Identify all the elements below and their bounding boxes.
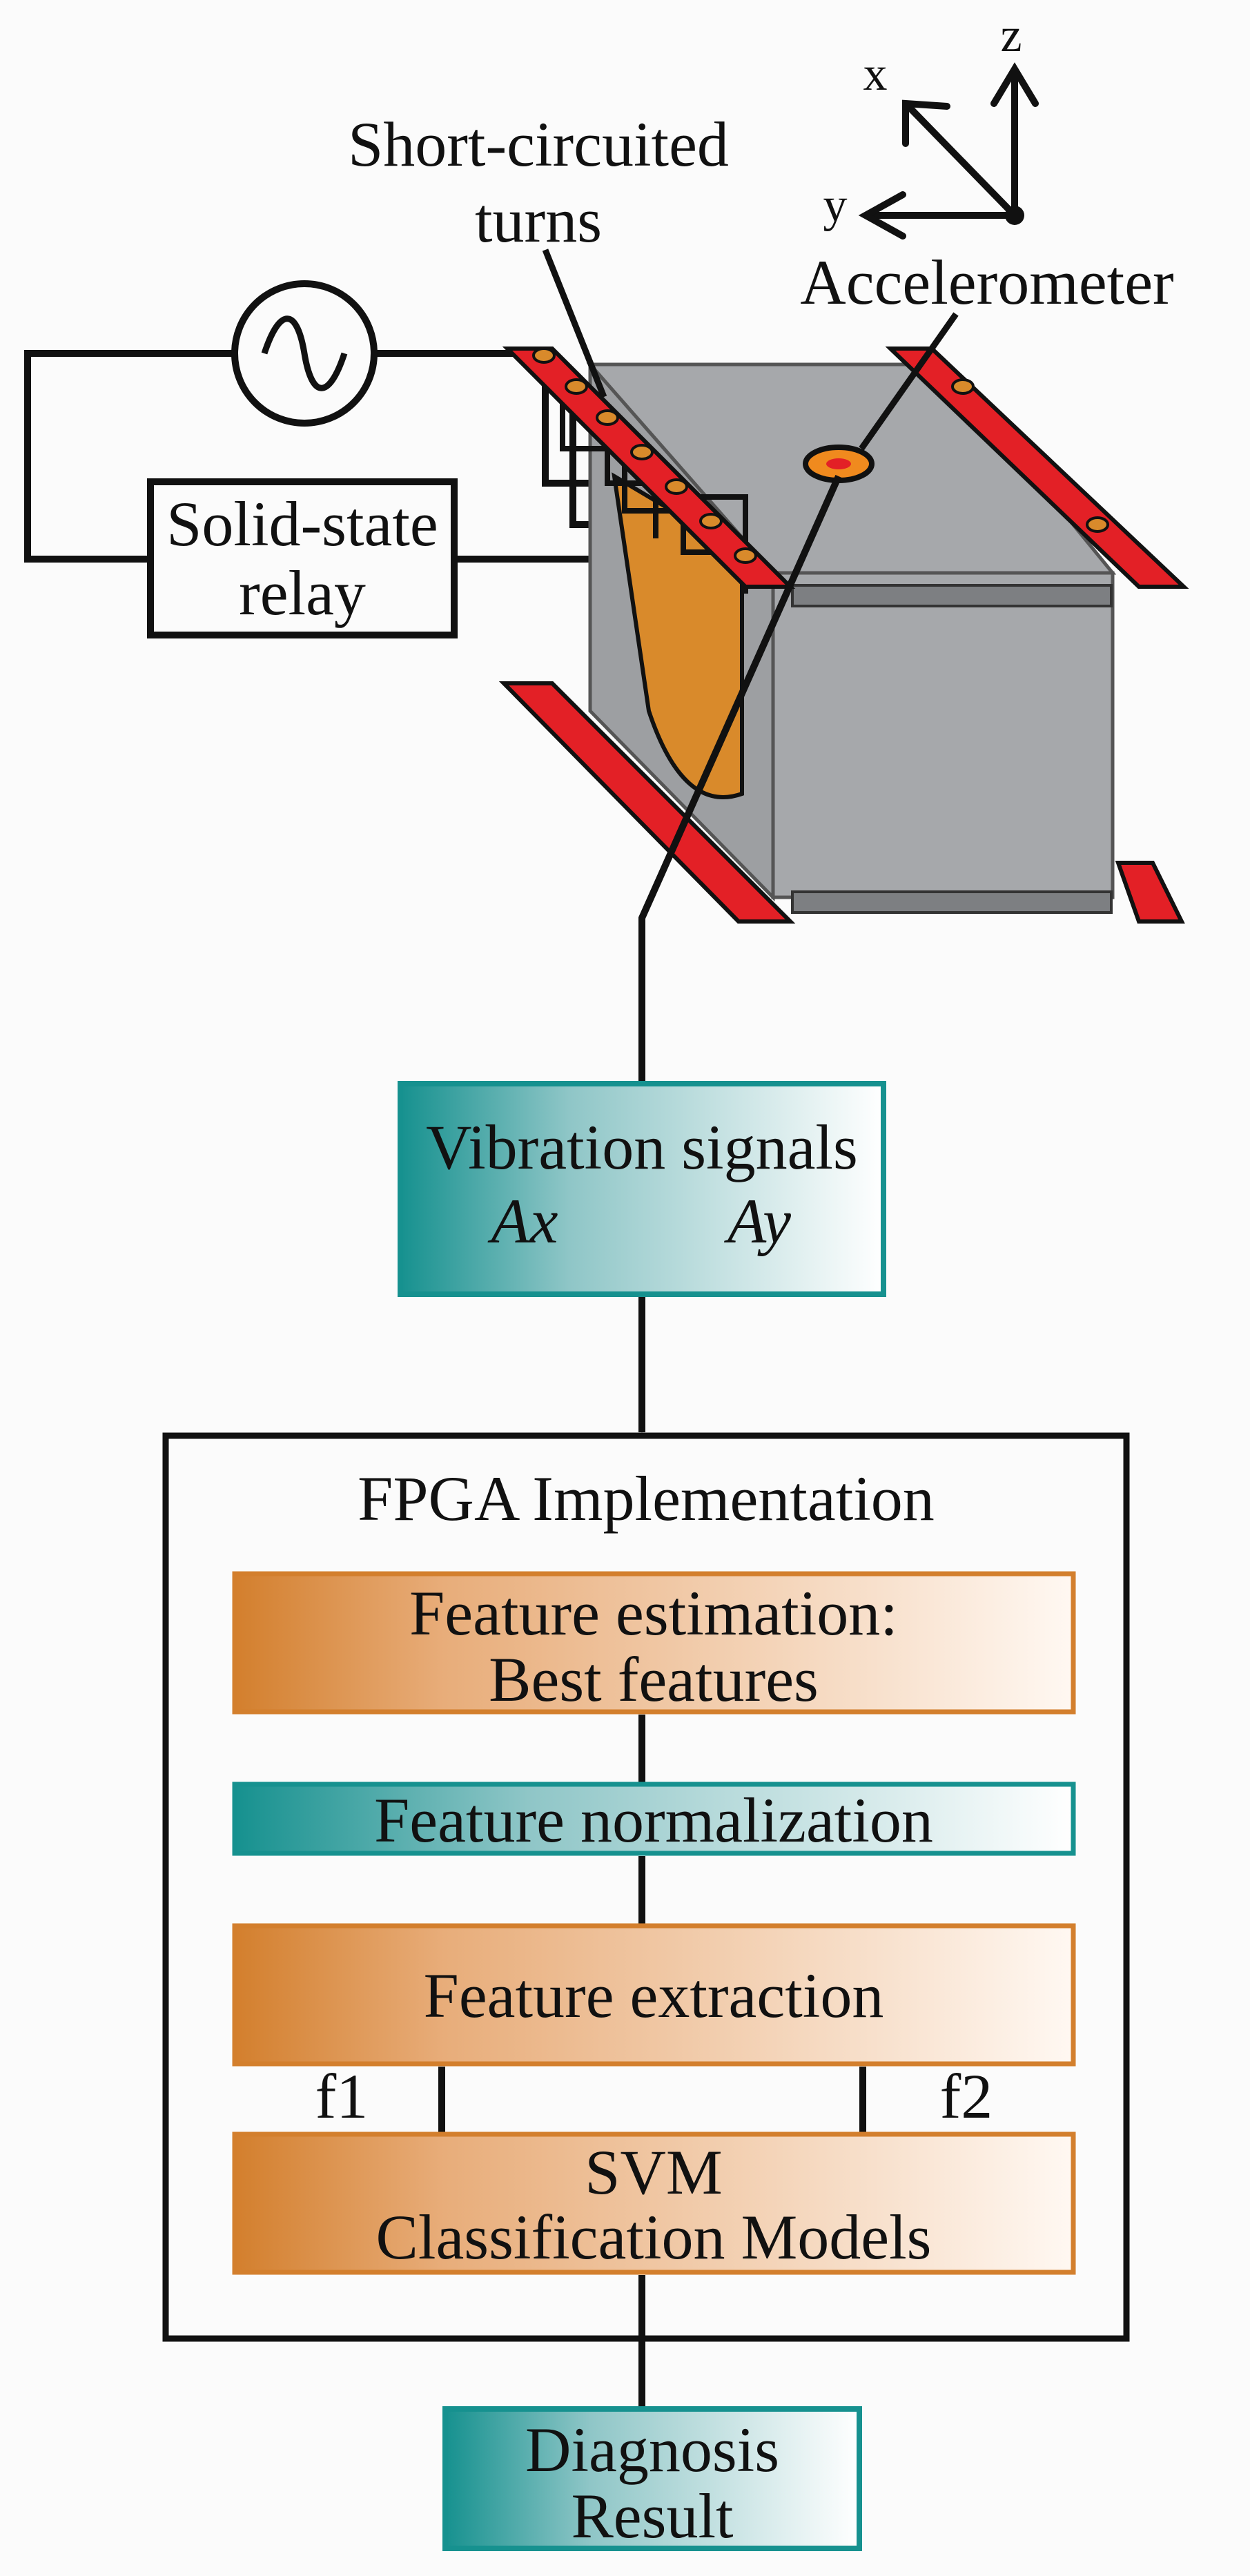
feature-estimation-label-2: Best features [489,1644,819,1715]
ay-signal-label: Ay [723,1186,791,1256]
relay-label: Solid-state [166,489,438,559]
core-front-face [771,571,1115,899]
svm-label: SVM [585,2137,722,2207]
z-axis-label: z [1000,9,1022,62]
y-axis-label: y [823,179,848,232]
clamp-front-bottom [498,681,796,924]
diagnosis-label: Diagnosis [525,2414,779,2485]
relay-label-2: relay [239,558,366,628]
tie-rod-lower [791,890,1113,914]
y-arrowhead [858,191,906,240]
svm-box [232,2131,1076,2275]
vibration-signals-title: Vibration signals [426,1112,858,1182]
diagnosis-result-box [442,2406,862,2551]
clamp-back-top [885,347,1189,589]
feature-extraction-label: Feature extraction [424,1960,884,2031]
x-axis [906,104,1018,219]
accelerometer-pointer [859,312,959,451]
sensor-cable-arrow [638,474,842,1083]
coordinate-axes [858,62,1039,240]
feature-extraction-box [232,1923,1076,2067]
transformer-winding [612,472,744,799]
f2-label: f2 [940,2061,993,2131]
clamp-bolts [532,347,1109,564]
sine-wave-icon [261,315,348,391]
x-arrowhead [902,99,950,147]
feature-estimation-label: Feature estimation: [409,1578,898,1648]
feature-estimation-box [232,1571,1076,1715]
tie-rod-upper [791,584,1113,607]
feature-normalization-box [232,1782,1076,1856]
fpga-title: FPGA Implementation [358,1463,935,1534]
clamp-back-bottom [1115,861,1185,924]
x-axis-label: x [863,48,888,101]
f1-label: f1 [315,2061,369,2131]
solid-state-relay-box [147,478,458,638]
ax-signal-label: Ax [487,1186,558,1256]
accelerometer-core [826,458,851,469]
short-circuited-label-2: turns [475,185,602,255]
vibration-signals-box [398,1081,886,1297]
svm-label-2: Classification Models [376,2202,932,2272]
axes-origin [1005,206,1024,225]
clamp-frames [498,347,1189,924]
short-circuited-label: Short-circuited [348,109,729,179]
feature-normalization-label: Feature normalization [374,1785,933,1855]
short-circuit-pointer [542,248,607,398]
diagnosis-label-2: Result [571,2481,734,2551]
z-arrowhead [990,62,1039,107]
accelerometer-label: Accelerometer [800,247,1173,318]
